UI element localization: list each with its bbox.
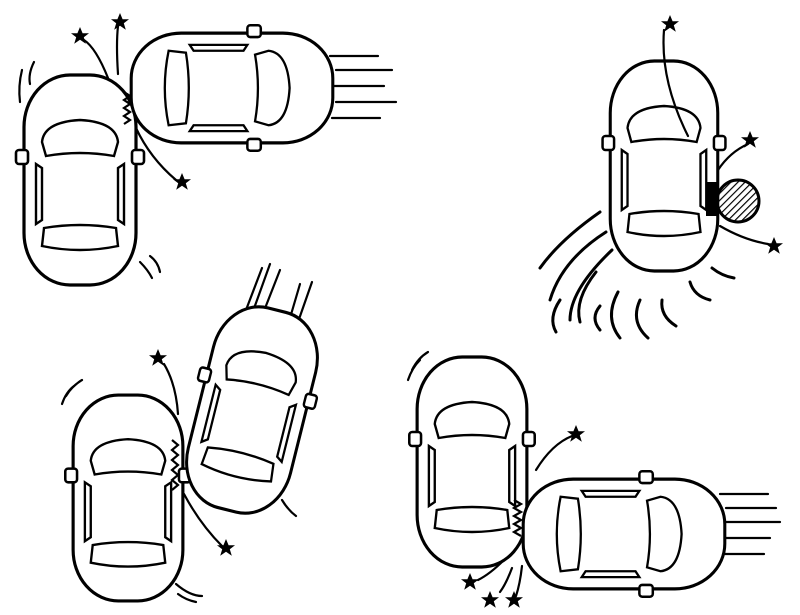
scene-skid-obstacle-top-right <box>538 15 783 340</box>
car-top-view-icon <box>521 469 727 599</box>
car-top-view-icon <box>407 355 537 569</box>
motion-lines-icon <box>328 54 398 120</box>
motion-lines-icon <box>538 210 736 340</box>
motion-lines-icon <box>718 492 782 556</box>
scene-angled-impact-bottom-left <box>60 262 337 604</box>
car-top-view-icon <box>129 23 335 153</box>
car-top-view-icon <box>63 393 193 603</box>
car-top-view-icon <box>167 294 337 526</box>
scene-rear-side-impact-bottom-right <box>406 350 782 608</box>
scene-side-impact-top-left <box>14 13 398 287</box>
obstacle-icon <box>706 178 761 224</box>
car-top-view-icon <box>600 59 728 273</box>
